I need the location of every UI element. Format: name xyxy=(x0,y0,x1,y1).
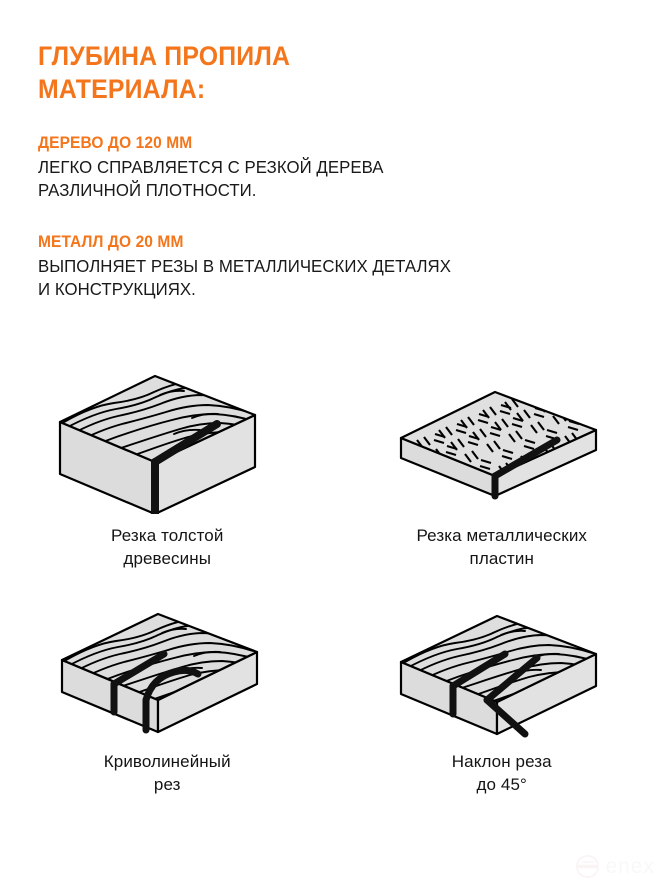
intro-text-block: ГЛУБИНА ПРОПИЛА МАТЕРИАЛА: ДЕРЕВО ДО 120… xyxy=(38,40,638,300)
figure-cell-metal-plate: Резка металлических пластин xyxy=(335,362,669,570)
illustration-row-top: Резка толстой древесины xyxy=(0,362,669,570)
spec-section-metal: МЕТАЛЛ ДО 20 ММ ВЫПОЛНЯЕТ РЕЗЫ В МЕТАЛЛИ… xyxy=(38,232,638,300)
spec-body-wood: ЛЕГКО СПРАВЛЯЕТСЯ С РЕЗКОЙ ДЕРЕВА РАЗЛИЧ… xyxy=(38,157,384,200)
wood-block-curved-cut-icon xyxy=(61,612,259,734)
wood-block-straight-cut-icon xyxy=(59,374,257,514)
figure-caption-metal-plate: Резка металлических пластин xyxy=(416,526,588,568)
spec-section-wood: ДЕРЕВО ДО 120 ММ ЛЕГКО СПРАВЛЯЕТСЯ С РЕЗ… xyxy=(38,133,638,201)
metal-plate-straight-cut-icon xyxy=(399,390,597,500)
illustration-row-bottom: Криволинейный рез xyxy=(0,588,669,796)
spec-heading-wood: ДЕРЕВО ДО 120 ММ xyxy=(38,134,193,152)
watermark: enex xyxy=(575,854,655,879)
wood-block-bevel-cut-icon xyxy=(399,614,597,738)
page-title: ГЛУБИНА ПРОПИЛА МАТЕРИАЛА: xyxy=(38,41,291,104)
spec-heading-metal: МЕТАЛЛ ДО 20 ММ xyxy=(38,233,184,251)
figure-caption-bevel-cut: Наклон реза до 45° xyxy=(451,752,552,794)
enex-logo-icon xyxy=(576,854,600,879)
figure-caption-curved-cut: Криволинейный рез xyxy=(103,752,231,794)
spec-body-metal: ВЫПОЛНЯЕТ РЕЗЫ В МЕТАЛЛИЧЕСКИХ ДЕТАЛЯХ И… xyxy=(38,256,451,299)
figure-cell-bevel-cut: Наклон реза до 45° xyxy=(335,588,669,796)
figure-cell-thick-wood: Резка толстой древесины xyxy=(0,362,335,570)
illustration-grid: Резка толстой древесины xyxy=(0,362,669,796)
figure-caption-thick-wood: Резка толстой древесины xyxy=(111,526,224,568)
figure-cell-curved-cut: Криволинейный рез xyxy=(0,588,335,796)
watermark-text: enex xyxy=(605,854,655,878)
